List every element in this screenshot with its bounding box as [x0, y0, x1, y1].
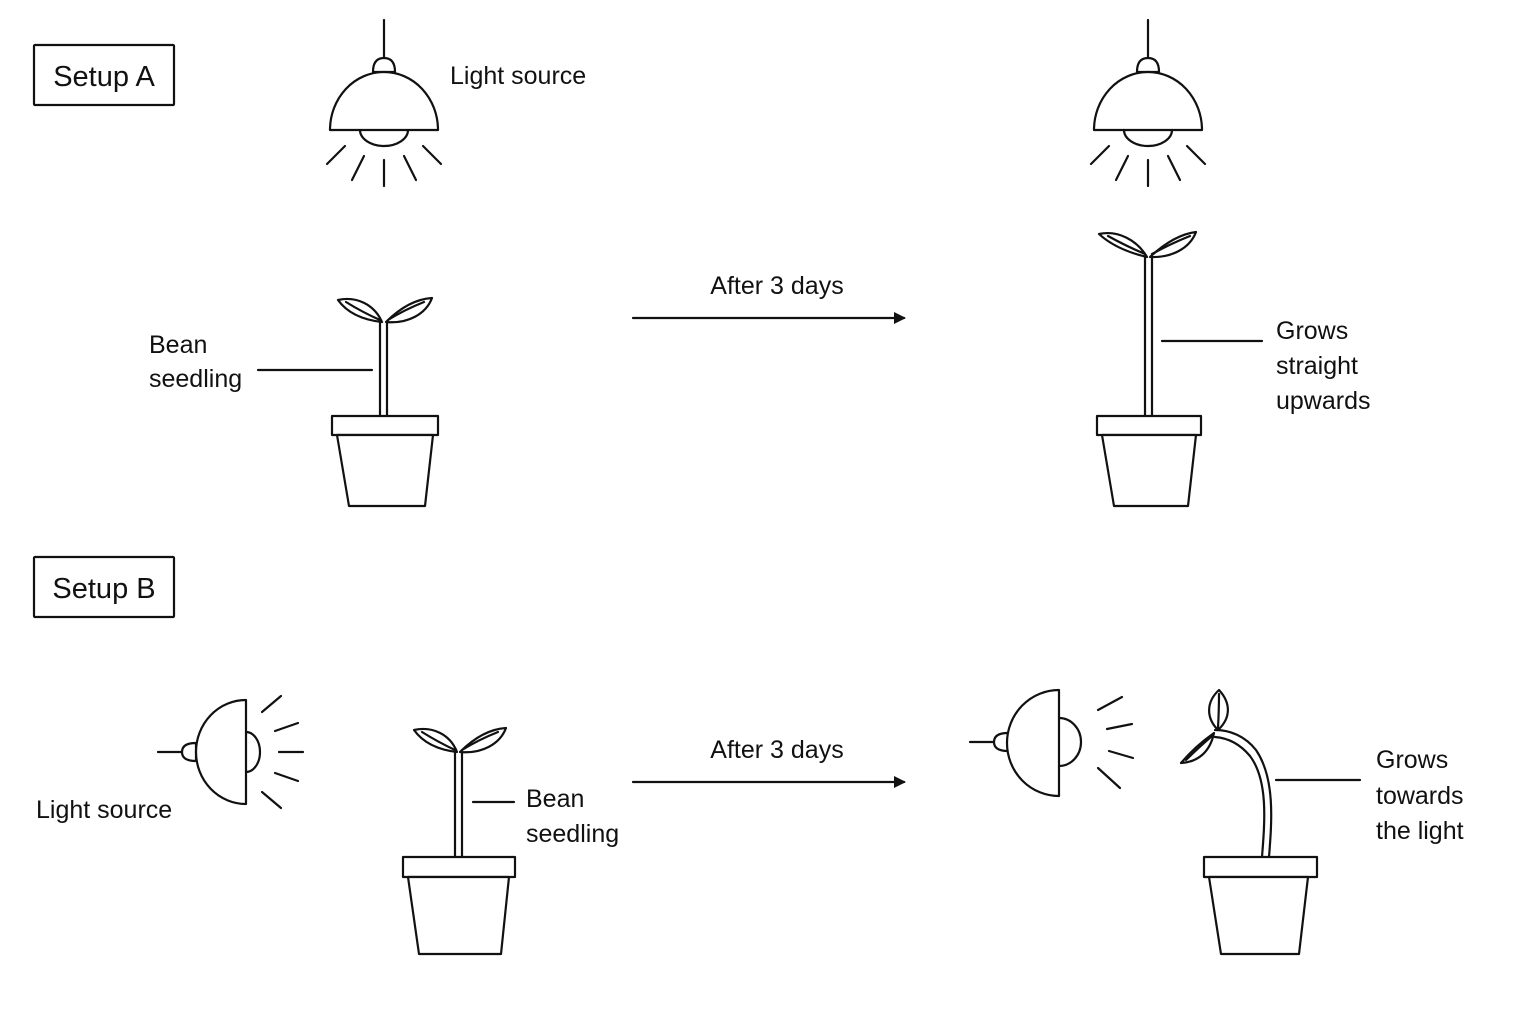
setup-a-result-label: Grows straight upwards	[1276, 317, 1371, 415]
flower-pot-icon	[401, 855, 517, 956]
setup-a-arrow-label: After 3 days	[710, 272, 843, 300]
flower-pot-icon	[330, 414, 440, 508]
bean-seedling-plant-icon	[336, 296, 434, 418]
flower-pot-icon	[1095, 414, 1203, 508]
setup-b: Setup B Light source	[32, 555, 1471, 956]
flower-pot-icon	[1202, 855, 1319, 956]
setup-a-seedling-label: Bean seedling	[149, 331, 242, 393]
setup-b-result-label: Grows towards the light	[1376, 746, 1471, 845]
setup-a: Setup A Light source	[32, 18, 1371, 508]
side-lamp-icon	[968, 688, 1135, 798]
overhead-lamp-icon	[1089, 18, 1207, 188]
tall-seedling-plant-icon	[1097, 230, 1198, 418]
setup-b-title: Setup B	[52, 573, 155, 605]
setup-a-title: Setup A	[53, 61, 155, 93]
setup-b-light-label: Light source	[36, 796, 172, 824]
overhead-lamp-icon	[325, 18, 443, 188]
setup-b-title-box: Setup B	[32, 555, 176, 619]
setup-b-seedling-label: Bean seedling	[526, 785, 619, 848]
setup-b-arrow-label: After 3 days	[710, 736, 843, 764]
bean-seedling-plant-icon	[412, 726, 508, 859]
setup-a-light-label: Light source	[450, 62, 586, 90]
side-lamp-icon	[156, 694, 305, 810]
setup-a-title-box: Setup A	[32, 43, 176, 107]
bent-seedling-plant-icon	[1179, 688, 1273, 859]
